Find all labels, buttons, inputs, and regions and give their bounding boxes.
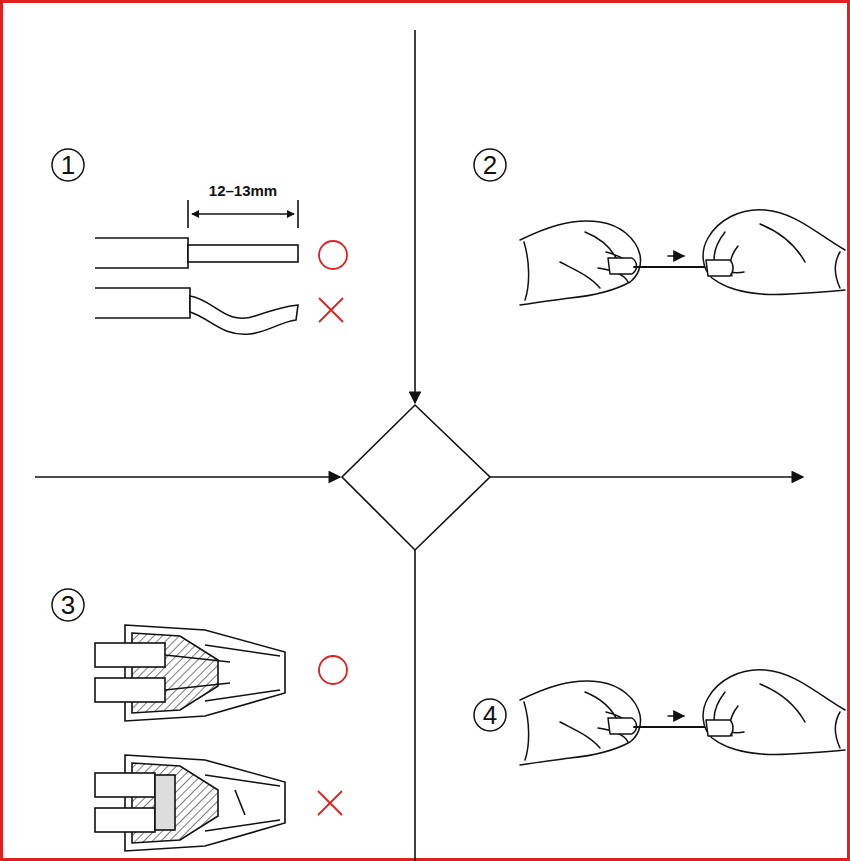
ok-wrong-marks bbox=[318, 241, 347, 815]
step-number: 4 bbox=[483, 702, 497, 728]
step-number: 3 bbox=[61, 592, 75, 618]
hands bbox=[520, 210, 845, 765]
stripped-wires bbox=[95, 200, 298, 334]
number-circles bbox=[52, 149, 506, 731]
dimension-label: 12–13mm bbox=[209, 183, 277, 198]
wire-connectors bbox=[95, 625, 285, 851]
flow-cross bbox=[35, 30, 803, 861]
step-number: 2 bbox=[483, 152, 497, 178]
step-number: 1 bbox=[61, 152, 75, 178]
